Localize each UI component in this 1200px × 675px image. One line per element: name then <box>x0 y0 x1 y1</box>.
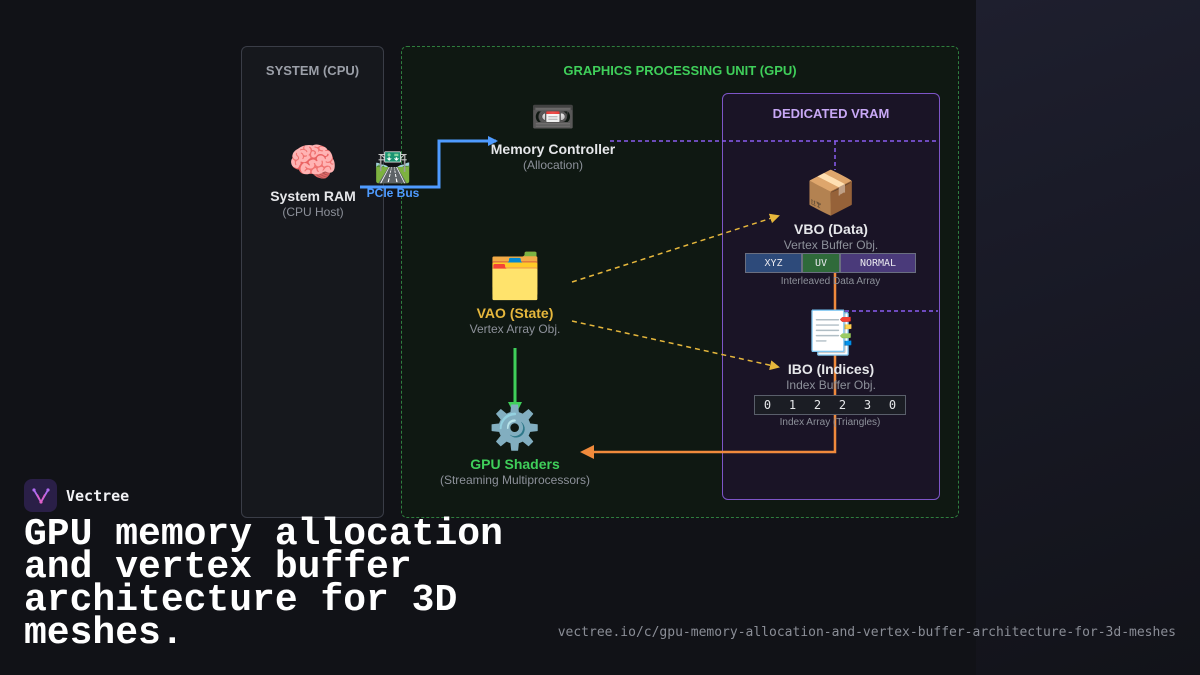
videocassette-icon: 📼 <box>530 96 576 137</box>
vectree-logo-icon <box>24 479 57 512</box>
memory-controller-node: 📼 Memory Controller (Allocation) <box>488 95 618 172</box>
vbo-cell-xyz: XYZ <box>745 253 802 273</box>
system-ram-label: System RAM <box>270 188 356 204</box>
package-icon: 📦 <box>804 169 858 216</box>
brand: Vectree <box>24 479 129 512</box>
gear-icon: ⚙️ <box>488 404 542 451</box>
cpu-panel-title: SYSTEM (CPU) <box>265 63 360 78</box>
ibo-index-value: 2 <box>838 398 847 412</box>
ibo-node: 📑 IBO (Indices) Index Buffer Obj. <box>770 307 892 392</box>
vbo-cell-normal: NORMAL <box>840 253 916 273</box>
gpu-panel-title: GRAPHICS PROCESSING UNIT (GPU) <box>563 63 797 78</box>
bookmark-tabs-icon: 📑 <box>804 309 858 356</box>
cpu-panel: SYSTEM (CPU) <box>241 46 384 518</box>
vbo-label: VBO (Data) <box>794 221 868 237</box>
ibo-sub: Index Buffer Obj. <box>786 378 876 392</box>
vao-node: 🗂️ VAO (State) Vertex Array Obj. <box>455 251 575 336</box>
memory-controller-label: Memory Controller <box>490 141 616 157</box>
gpu-shaders-label: GPU Shaders <box>470 456 560 472</box>
highway-icon: 🛣️ <box>374 151 412 184</box>
vram-panel-title: DEDICATED VRAM <box>772 106 890 121</box>
ibo-index-value: 0 <box>763 398 772 412</box>
vram-panel: DEDICATED VRAM <box>722 93 940 500</box>
gpu-shaders-sub: (Streaming Multiprocessors) <box>439 473 591 487</box>
vram-to-shaders-wire <box>580 273 837 459</box>
vbo-interleaved-strip: XYZ UV NORMAL <box>745 253 916 273</box>
brand-name: Vectree <box>66 486 130 505</box>
ibo-strip-caption: Index Array (Triangles) <box>779 417 881 428</box>
vbo-cell-uv: UV <box>802 253 840 273</box>
vao-sub: Vertex Array Obj. <box>469 322 561 336</box>
pcie-bus-node: 🛣️ PCIe Bus <box>357 150 429 200</box>
vao-label: VAO (State) <box>476 305 554 321</box>
system-ram-sub: (CPU Host) <box>282 205 344 219</box>
vbo-node: 📦 VBO (Data) Vertex Buffer Obj. <box>770 167 892 252</box>
ibo-index-value: 0 <box>888 398 897 412</box>
ibo-label: IBO (Indices) <box>787 361 875 377</box>
ibo-index-value: 2 <box>813 398 822 412</box>
vao-to-ibo-link <box>571 320 780 371</box>
system-ram-node: 🧠 System RAM (CPU Host) <box>258 140 368 219</box>
pcie-wire <box>360 136 498 189</box>
background-gradient <box>976 0 1200 675</box>
brain-icon: 🧠 <box>288 141 338 185</box>
page-title: GPU memory allocation and vertex buffer … <box>24 513 503 655</box>
pcie-bus-label: PCIe Bus <box>366 186 420 200</box>
ibo-index-strip: 0 1 2 2 3 0 <box>754 395 906 415</box>
ibo-index-value: 3 <box>863 398 872 412</box>
card-index-dividers-icon: 🗂️ <box>487 252 543 301</box>
vbo-sub: Vertex Buffer Obj. <box>783 238 879 252</box>
ibo-index-value: 1 <box>788 398 797 412</box>
vbo-strip-caption: Interleaved Data Array <box>780 276 881 287</box>
memory-controller-sub: (Allocation) <box>522 158 584 172</box>
source-url[interactable]: vectree.io/c/gpu-memory-allocation-and-v… <box>557 625 1176 640</box>
vao-to-vbo-link <box>571 213 780 283</box>
gpu-shaders-node: ⚙️ GPU Shaders (Streaming Multiprocessor… <box>430 402 600 487</box>
